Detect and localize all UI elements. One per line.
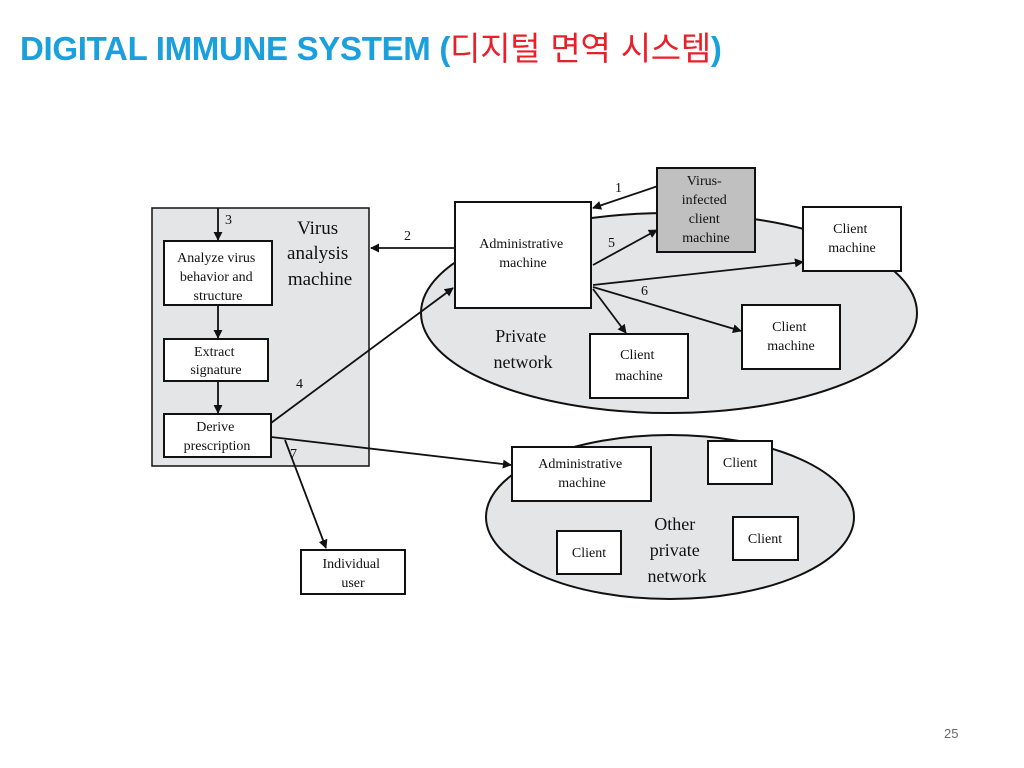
arrow-step-1 bbox=[592, 185, 659, 210]
title-korean: 디지털 면역 시스템 bbox=[450, 29, 711, 68]
arrow-to-client-bottom bbox=[592, 288, 627, 334]
arrow-step-4 bbox=[270, 287, 454, 424]
administrative-machine-box: Administrative machine bbox=[454, 201, 592, 309]
arrow-to-other-admin bbox=[270, 436, 512, 469]
svg-text:Individual user: Individual user bbox=[322, 557, 383, 591]
step-label-6: 6 bbox=[641, 284, 648, 299]
title-close-paren: ) bbox=[710, 30, 722, 67]
svg-text:Derive prescription: Derive prescription bbox=[184, 420, 251, 454]
other-administrative-machine-box: Administrative machine bbox=[511, 446, 652, 502]
svg-text:Analyze virus behavior a: Analyze virus behavior and structure bbox=[177, 251, 259, 304]
svg-text:Client: Client bbox=[572, 546, 606, 561]
step-label-3: 3 bbox=[225, 213, 232, 228]
page-number: 25 bbox=[944, 726, 959, 741]
svg-text:Client: Client bbox=[748, 532, 782, 547]
extract-signature-box: Extract signature bbox=[163, 338, 269, 382]
svg-text:Administrative machine: Administrative machine bbox=[479, 237, 567, 271]
title-english: DIGITAL IMMUNE SYSTEM ( bbox=[20, 30, 451, 67]
svg-text:Client machine: Client machine bbox=[828, 222, 875, 256]
step-label-7: 7 bbox=[290, 447, 297, 462]
arrow-step-7 bbox=[284, 439, 328, 549]
private-network-label: Private network bbox=[494, 326, 553, 372]
step-label-5: 5 bbox=[608, 236, 615, 251]
other-private-network-label: Other private network bbox=[648, 514, 707, 586]
virus-infected-client-box: Virus- infected client machine bbox=[656, 167, 756, 253]
client-machine-bottom-box: Client machine bbox=[589, 333, 689, 399]
svg-text:Administrative machine: Administrative machine bbox=[538, 457, 626, 491]
other-client-left-box: Client bbox=[556, 530, 622, 575]
step-label-1: 1 bbox=[615, 181, 622, 196]
svg-text:Client machine: Client machine bbox=[767, 320, 814, 354]
svg-text:Virus- infected cl: Virus- infected client machine bbox=[682, 174, 731, 246]
svg-text:Client: Client bbox=[723, 456, 757, 471]
arrow-step-6 bbox=[592, 286, 742, 334]
client-machine-right-box: Client machine bbox=[741, 304, 841, 370]
other-client-top-box: Client bbox=[707, 440, 773, 485]
derive-prescription-box: Derive prescription bbox=[163, 413, 272, 458]
arrow-step-5 bbox=[592, 229, 658, 266]
individual-user-box: Individual user bbox=[300, 549, 406, 595]
arrow-to-client-top bbox=[592, 258, 804, 286]
step-label-2: 2 bbox=[404, 229, 411, 244]
svg-text:Extract signature: Extract signature bbox=[190, 345, 241, 378]
slide-title: DIGITAL IMMUNE SYSTEM (디지털 면역 시스템) bbox=[20, 22, 722, 70]
svg-text:Client machine: Client machine bbox=[615, 348, 662, 384]
virus-analysis-machine-label: Virus analysis machine bbox=[287, 218, 353, 290]
analyze-virus-box: Analyze virus behavior and structure bbox=[163, 240, 273, 306]
step-label-4: 4 bbox=[296, 377, 303, 392]
client-machine-top-box: Client machine bbox=[802, 206, 902, 272]
other-client-right-box: Client bbox=[732, 516, 799, 561]
